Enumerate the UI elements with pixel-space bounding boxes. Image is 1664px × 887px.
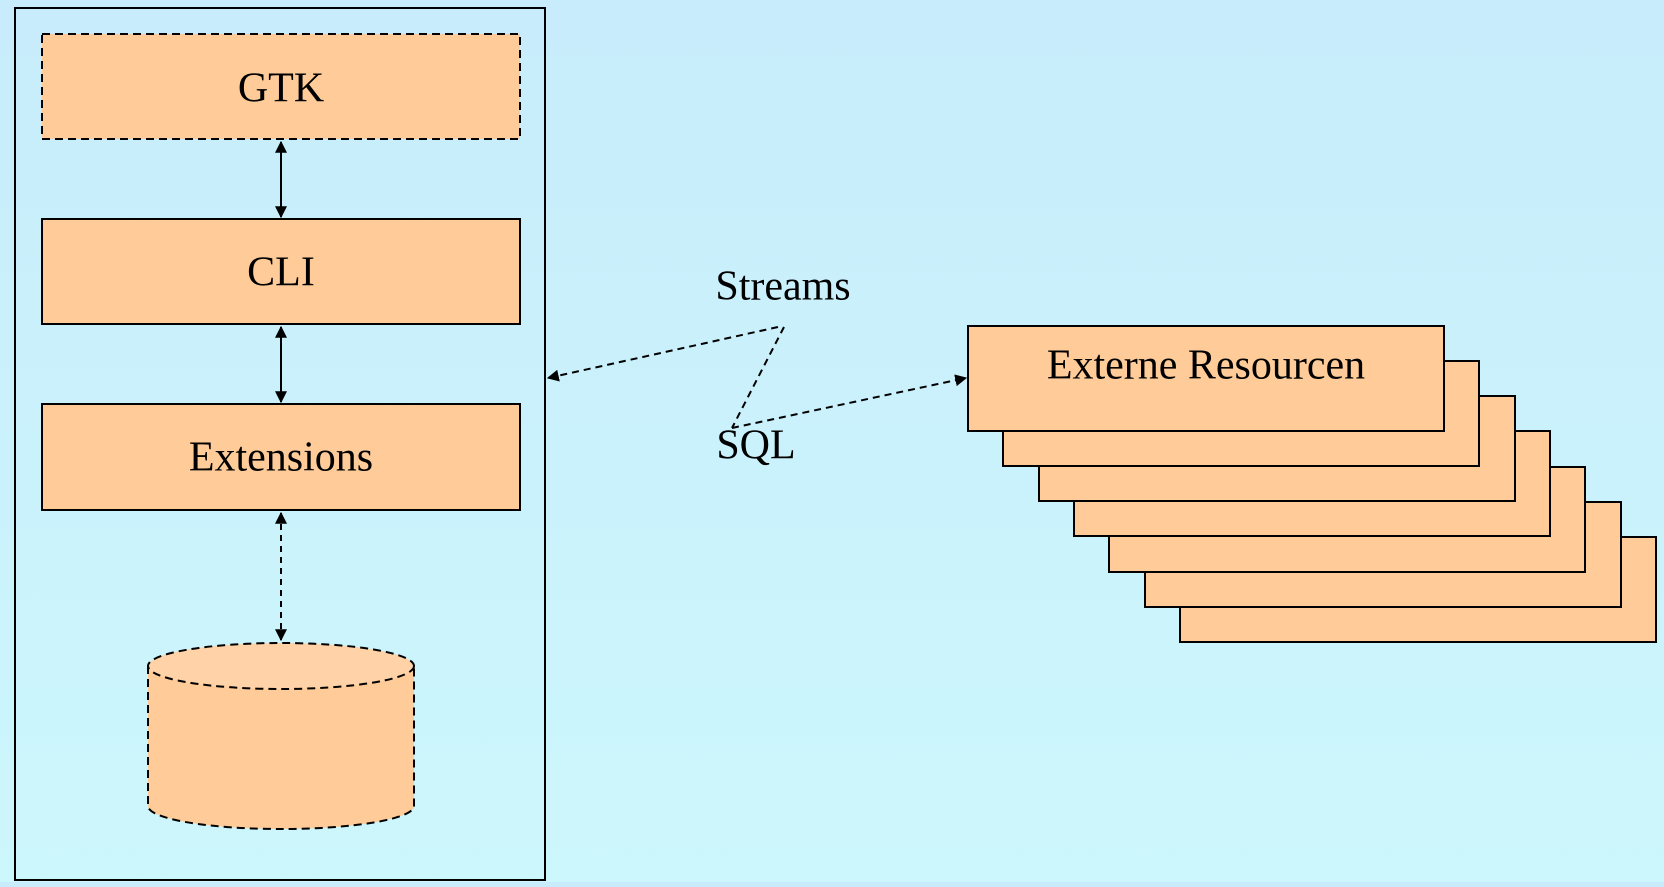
gtk-layer: GTK bbox=[41, 33, 521, 140]
extensions-layer: Extensions bbox=[41, 403, 521, 511]
external-resources-stack: Externe Resourcen bbox=[967, 325, 1657, 643]
external-resources-label: Externe Resourcen bbox=[1047, 343, 1365, 389]
gtk-label: GTK bbox=[238, 66, 324, 112]
streams-label: Streams bbox=[715, 264, 850, 310]
database-cylinder-icon bbox=[147, 642, 415, 830]
resource-card-front bbox=[967, 325, 1445, 432]
streams-to-container-arrow bbox=[546, 326, 779, 382]
extensions-label: Extensions bbox=[189, 435, 373, 481]
sql-to-resources-arrow bbox=[731, 374, 968, 429]
cli-label: CLI bbox=[247, 250, 315, 296]
streams-sql-link bbox=[731, 326, 785, 429]
cli-layer: CLI bbox=[41, 218, 521, 325]
sql-label: SQL bbox=[716, 423, 795, 469]
application-container bbox=[14, 7, 546, 881]
